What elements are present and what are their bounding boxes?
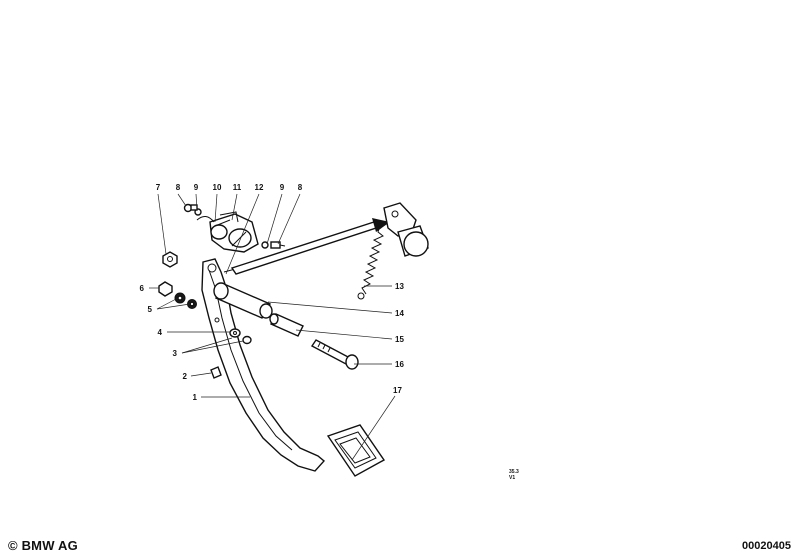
brand-name: BMW AG	[21, 538, 78, 553]
callout-15: 15	[395, 335, 404, 344]
callout-2: 2	[183, 372, 188, 381]
parts-drawing	[158, 202, 429, 477]
callout-3: 3	[173, 349, 178, 358]
callout-9b: 9	[280, 183, 285, 192]
top-left-fasteners	[183, 203, 202, 216]
pedal-pad	[326, 424, 386, 477]
page-reference-section: 35.3	[509, 469, 519, 475]
page-reference: 35.3 V1	[509, 469, 519, 481]
callout-8b: 8	[298, 183, 303, 192]
callouts: 7 8 9 10 11 12 9 8 6 5 4 3 2 1 13 14 15 …	[140, 183, 405, 402]
callout-16: 16	[395, 360, 404, 369]
bolt-16	[310, 339, 359, 370]
washers-3-4	[214, 317, 252, 345]
pedal-bracket	[196, 211, 259, 253]
top-right-fasteners	[261, 241, 286, 249]
callout-10: 10	[213, 183, 222, 192]
pushrod	[223, 218, 390, 275]
nuts-washers-5-6	[158, 281, 197, 309]
callout-9: 9	[194, 183, 199, 192]
callout-5: 5	[148, 305, 153, 314]
callout-7: 7	[156, 183, 161, 192]
callout-17: 17	[393, 386, 402, 395]
return-spring	[357, 225, 384, 300]
callout-4: 4	[158, 328, 163, 337]
callout-14: 14	[395, 309, 404, 318]
leader-lines	[149, 193, 396, 461]
callout-12: 12	[255, 183, 264, 192]
diagram-id: 00020405	[742, 540, 791, 552]
pivot-shaft	[383, 202, 429, 257]
callout-13: 13	[395, 282, 404, 291]
nut-7	[162, 251, 178, 268]
callout-6: 6	[140, 284, 145, 293]
bushings	[213, 282, 304, 337]
stop-buffer-2	[210, 366, 222, 379]
callout-11: 11	[233, 183, 242, 192]
callout-1: 1	[193, 393, 198, 402]
callout-8: 8	[176, 183, 181, 192]
page-reference-version: V1	[509, 475, 516, 481]
copyright-brand: © BMW AG	[8, 538, 78, 553]
copyright-icon: ©	[8, 538, 18, 553]
